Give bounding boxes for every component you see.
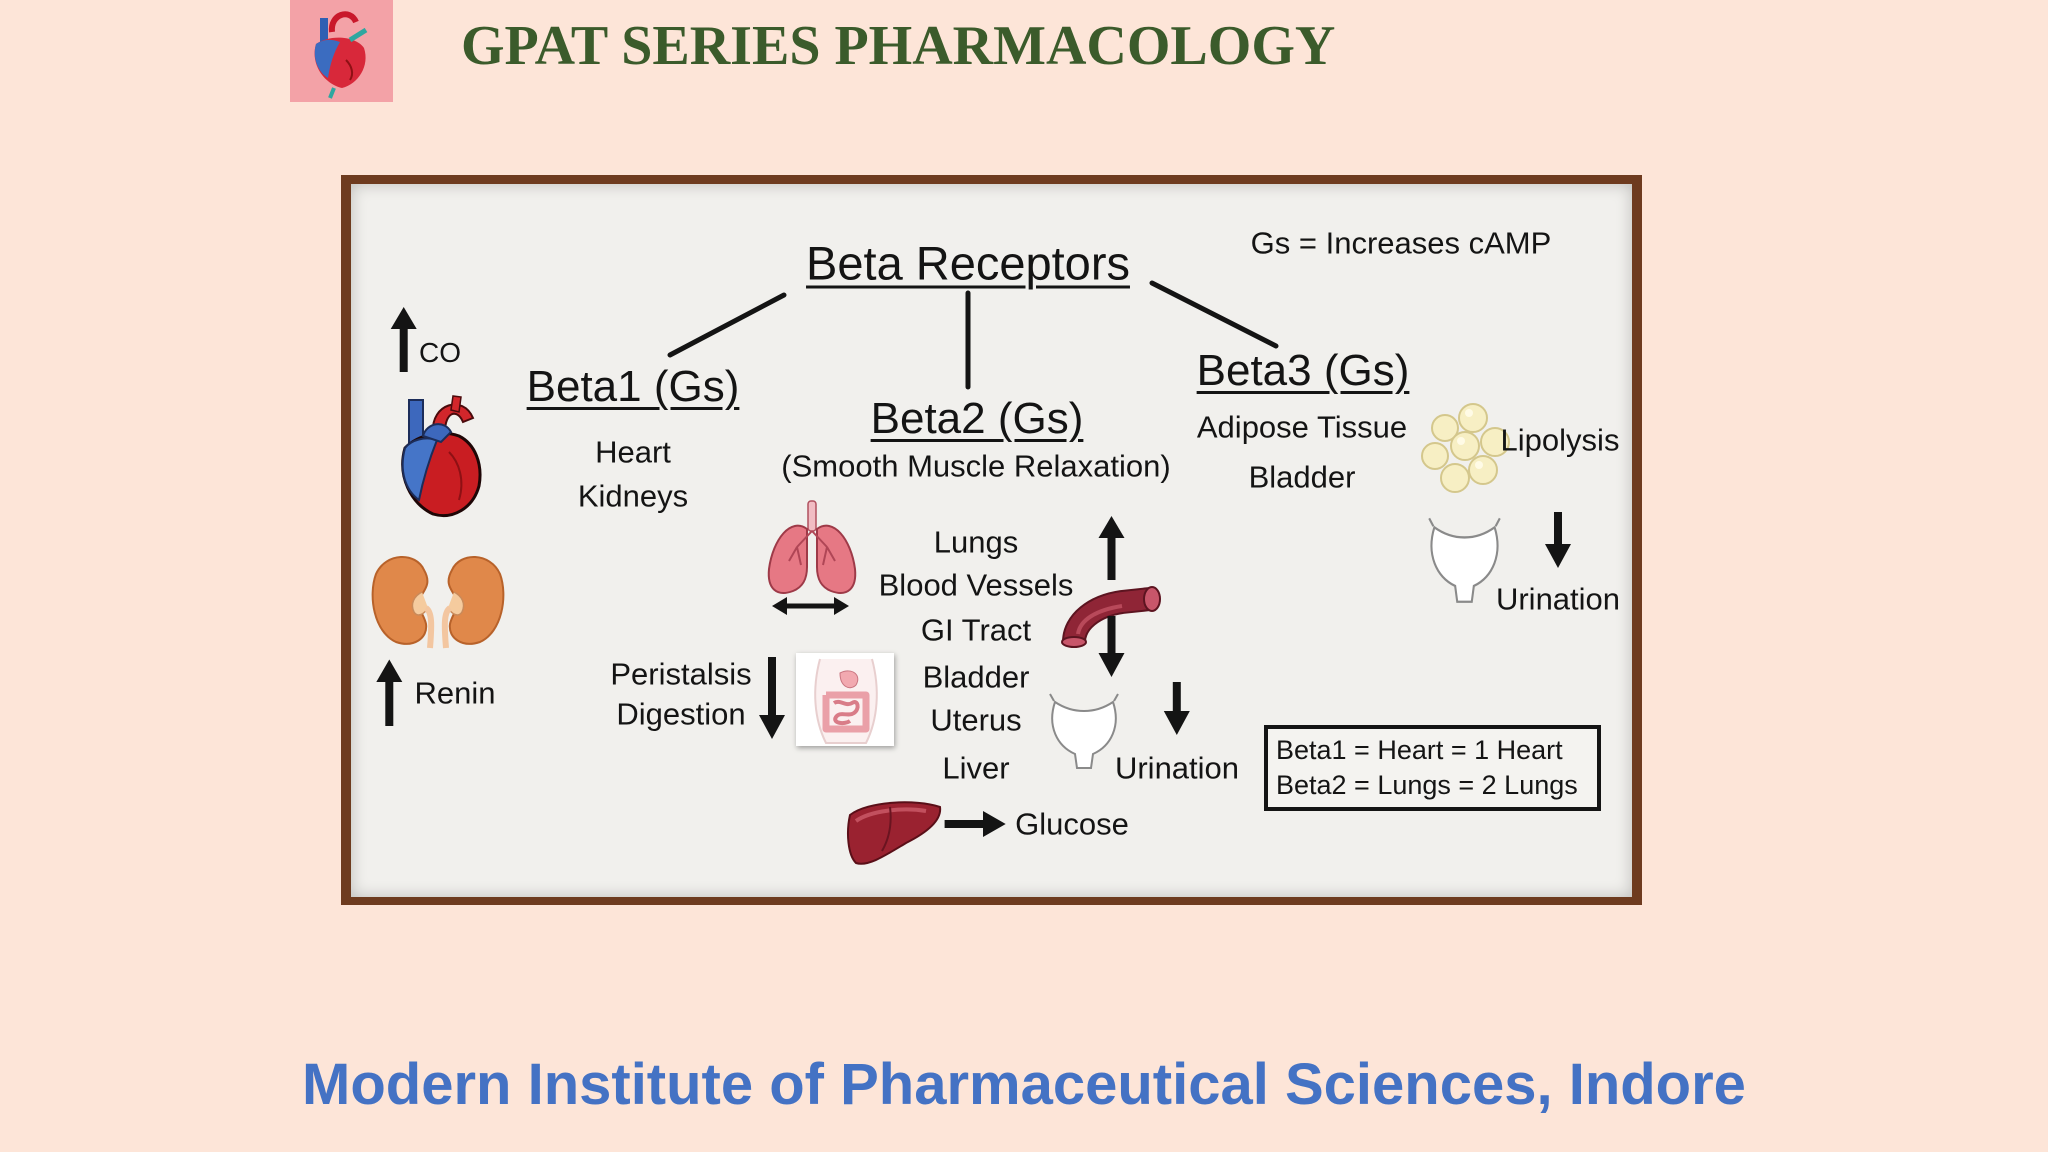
bladder-illustration	[1045, 692, 1123, 770]
beta3-organ-bladder: Bladder	[1248, 459, 1356, 495]
page-title: GPAT SERIES PHARMACOLOGY	[461, 15, 1336, 77]
connector-line-beta3	[1149, 280, 1279, 349]
blood-vessel-illustration	[1060, 584, 1166, 649]
beta2-organ-blood-vessels: Blood Vessels	[878, 567, 1074, 603]
arrow-down-icon	[1098, 616, 1125, 677]
beta2-organ-lungs: Lungs	[933, 524, 1019, 560]
lipolysis-label: Lipolysis	[1500, 422, 1620, 458]
bladder-illustration	[1424, 516, 1505, 604]
beta-receptors-title: Beta Receptors	[806, 236, 1130, 290]
mnemonic-box: Beta1 = Heart = 1 Heart Beta2 = Lungs = …	[1264, 725, 1601, 811]
intestine-illustration	[796, 653, 894, 746]
arrow-left-right-icon	[772, 597, 849, 615]
beta2-organ-bladder: Bladder	[922, 659, 1030, 695]
beta3-heading: Beta3 (Gs)	[1196, 346, 1410, 395]
kidneys-illustration	[366, 548, 510, 650]
mnemonic-line-beta1: Beta1 = Heart = 1 Heart	[1276, 735, 1563, 765]
connector-line-beta1	[667, 292, 787, 358]
digestion-label: Digestion	[616, 696, 746, 732]
beta2-subtitle: (Smooth Muscle Relaxation)	[781, 448, 1171, 484]
diagram-connectors	[376, 280, 1571, 837]
peristalsis-label: Peristalsis	[610, 656, 752, 692]
renin-label: Renin	[414, 675, 496, 711]
beta3-organ-adipose-tissue: Adipose Tissue	[1196, 409, 1408, 445]
arrow-up-icon	[1098, 516, 1125, 580]
liver-illustration	[846, 797, 943, 869]
mnemonic-line-beta2: Beta2 = Lungs = 2 Lungs	[1276, 770, 1578, 800]
institute-footer: Modern Institute of Pharmaceutical Scien…	[302, 1052, 1746, 1117]
beta2-organ-gi-tract: GI Tract	[920, 612, 1032, 648]
co-label: CO	[419, 337, 461, 368]
arrow-down-icon	[759, 657, 785, 739]
glucose-label: Glucose	[1015, 806, 1129, 842]
beta1-heading: Beta1 (Gs)	[526, 362, 740, 411]
arrow-down-icon	[1163, 682, 1190, 735]
beta3-urination-label: Urination	[1495, 581, 1621, 617]
heart-illustration	[389, 392, 486, 523]
lungs-illustration	[761, 499, 863, 601]
arrow-up-icon	[390, 307, 417, 372]
beta2-urination-label: Urination	[1114, 750, 1240, 786]
beta1-organ-heart: Heart	[595, 434, 671, 470]
arrow-down-icon	[1545, 512, 1571, 568]
diagram-frame: Beta Receptors Gs = Increases cAMP Beta1…	[341, 175, 1642, 905]
beta2-organ-uterus: Uterus	[930, 702, 1022, 738]
fat-cells-illustration	[1417, 402, 1515, 500]
beta1-organ-kidneys: Kidneys	[577, 478, 689, 514]
arrow-right-icon	[944, 811, 1006, 837]
beta2-organ-liver: Liver	[942, 750, 1010, 786]
arrow-up-icon	[376, 659, 403, 726]
beta2-heading: Beta2 (Gs)	[870, 394, 1084, 443]
logo	[290, 0, 393, 102]
gs-note: Gs = Increases cAMP	[1250, 225, 1552, 261]
heart-logo-icon	[314, 11, 368, 99]
